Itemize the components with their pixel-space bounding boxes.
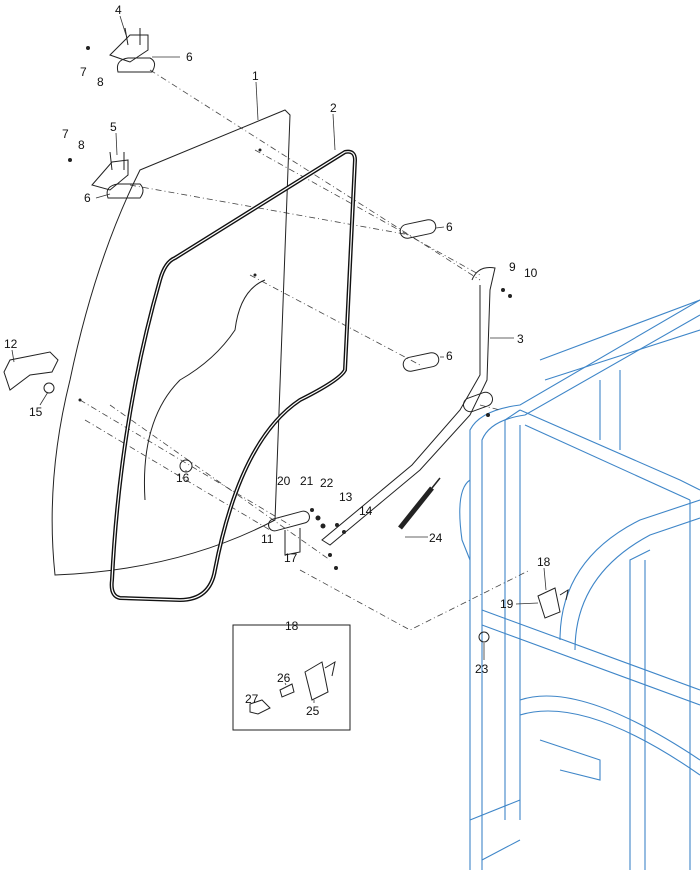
callout-19: 19 (500, 597, 514, 611)
callout-25: 25 (306, 704, 320, 718)
door-seal-inner (111, 151, 356, 601)
callout-17: 17 (284, 551, 298, 565)
callout-3: 3 (517, 332, 524, 346)
callout-8: 8 (78, 138, 85, 152)
leader-lines (11, 15, 547, 703)
callout-2: 2 (330, 101, 337, 115)
detail-inset-box (232, 624, 351, 731)
handle (3, 351, 59, 391)
assembly-lines (79, 69, 531, 631)
door-glass (51, 109, 291, 576)
callout-24: 24 (429, 531, 443, 545)
callout-26: 26 (277, 671, 291, 685)
callout-6: 6 (84, 191, 91, 205)
gas-strut (398, 486, 434, 530)
gas-strut-rod (431, 477, 441, 489)
callout-21: 21 (300, 474, 314, 488)
callout-6: 6 (446, 220, 453, 234)
washer-15 (43, 382, 55, 394)
glass-cutout (143, 279, 266, 501)
bracket-11 (284, 528, 301, 556)
callout-9: 9 (509, 260, 516, 274)
callout-23: 23 (475, 662, 489, 676)
callouts: 4 7 8 6 1 2 7 8 5 6 6 9 10 3 12 6 15 16 … (4, 3, 551, 718)
callout-1: 1 (252, 69, 259, 83)
fasteners (68, 46, 512, 570)
callout-12: 12 (4, 337, 18, 351)
callout-20: 20 (277, 474, 291, 488)
bracket-plate (268, 510, 310, 532)
pin-26 (279, 683, 295, 698)
callout-5: 5 (110, 120, 117, 134)
callout-13: 13 (339, 490, 353, 504)
cab-frame (459, 299, 700, 870)
callout-4: 4 (115, 3, 122, 17)
callout-11: 11 (261, 532, 274, 546)
callout-27: 27 (245, 692, 259, 706)
callout-14: 14 (359, 504, 373, 518)
plate-6-upper (399, 219, 437, 239)
callout-7: 7 (62, 127, 69, 141)
callout-6: 6 (186, 50, 193, 64)
callout-16: 16 (176, 471, 190, 485)
callout-8: 8 (97, 75, 104, 89)
support-rod (321, 267, 496, 546)
bumper-23 (478, 631, 490, 643)
plate-6-lower (402, 352, 440, 372)
latch-25 (304, 660, 336, 701)
callout-10: 10 (524, 266, 538, 280)
hinge-upper (109, 27, 156, 73)
callout-7: 7 (80, 65, 87, 79)
callout-22: 22 (320, 476, 334, 490)
callout-18: 18 (537, 555, 551, 569)
clip-27 (249, 699, 271, 715)
callout-18-inset: 18 (285, 619, 299, 633)
rod-end-plate (462, 391, 494, 413)
callout-15: 15 (29, 405, 43, 419)
hinge-lower (91, 151, 144, 199)
callout-6: 6 (446, 349, 453, 363)
latch-on-cab (537, 587, 569, 619)
